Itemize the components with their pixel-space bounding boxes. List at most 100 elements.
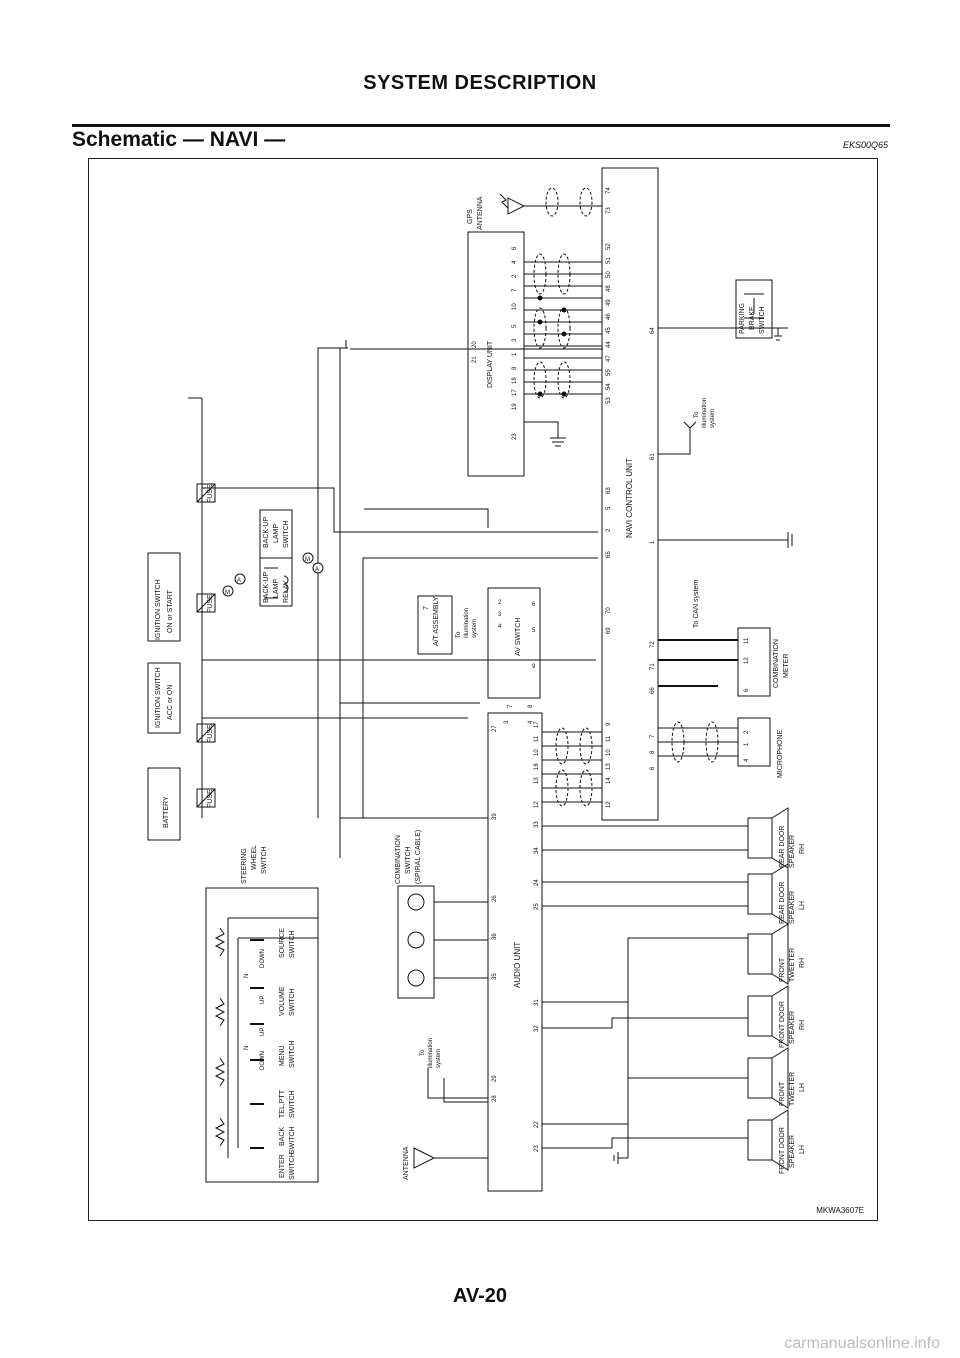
schematic-diagram: BATTERY FUSE IGNITION SWITCH ACC or ON F… bbox=[147, 167, 806, 1192]
navi-pin-labels: 12 14 13 10 11 9 69 70 65 2 5 63 53 54 5… bbox=[606, 187, 656, 808]
audio-navi-lines bbox=[542, 727, 602, 807]
speaker-front-door-lh: FRONT DOOR SPEAKER LH bbox=[747, 1109, 806, 1174]
svg-text:20: 20 bbox=[472, 341, 478, 348]
speaker-front-tweeter-lh: FRONT TWEETER LH bbox=[747, 1047, 806, 1109]
audio-pin-labels: 39 27 3 4 7 8 12 13 18 10 11 17 33 34 24… bbox=[492, 704, 540, 1152]
svg-text:LAMP: LAMP bbox=[273, 579, 280, 598]
svg-text:44: 44 bbox=[606, 341, 612, 348]
svg-text:SWITCH: SWITCH bbox=[405, 846, 412, 874]
svg-text:23: 23 bbox=[512, 433, 518, 440]
svg-text:49: 49 bbox=[606, 299, 612, 306]
svg-text:34: 34 bbox=[534, 847, 540, 854]
svg-text:FUSE: FUSE bbox=[207, 594, 214, 613]
speaker-wires bbox=[542, 825, 748, 1164]
svg-text:To: To bbox=[420, 1049, 426, 1056]
svg-text:SOURCE: SOURCE bbox=[279, 928, 286, 958]
ign-start-block: IGNITION SWITCH ON or START FUSE FUSE bbox=[147, 483, 216, 642]
svg-text:SPEAKER: SPEAKER bbox=[789, 1011, 796, 1044]
svg-text:ON or START: ON or START bbox=[167, 589, 174, 633]
svg-text:24: 24 bbox=[534, 879, 540, 886]
svg-text:7: 7 bbox=[508, 704, 514, 708]
svg-text:64: 64 bbox=[650, 327, 656, 334]
svg-text:71: 71 bbox=[650, 663, 656, 670]
svg-text:BACK: BACK bbox=[279, 1127, 286, 1146]
can-lines bbox=[658, 639, 738, 687]
svg-text:70: 70 bbox=[606, 607, 612, 614]
svg-text:65: 65 bbox=[606, 551, 612, 558]
svg-text:STEERING: STEERING bbox=[241, 848, 248, 884]
svg-text:18: 18 bbox=[512, 377, 518, 384]
speaker-front-tweeter-rh: FRONT TWEETER RH bbox=[747, 923, 806, 985]
svg-text:N: N bbox=[244, 974, 250, 978]
svg-text:MENU: MENU bbox=[279, 1045, 286, 1066]
svg-text:RH: RH bbox=[799, 844, 806, 854]
svg-text:6: 6 bbox=[532, 602, 536, 608]
svg-text:RH: RH bbox=[799, 958, 806, 968]
svg-text:IGNITION SWITCH: IGNITION SWITCH bbox=[155, 579, 162, 640]
svg-text:3: 3 bbox=[498, 612, 502, 618]
svg-text:SPEAKER: SPEAKER bbox=[789, 835, 796, 868]
svg-text:5: 5 bbox=[532, 628, 536, 634]
svg-text:FRONT: FRONT bbox=[779, 957, 786, 982]
at-assembly: A/T ASSEMBLY 7 bbox=[417, 595, 453, 655]
svg-text:SWITCH: SWITCH bbox=[289, 988, 296, 1016]
svg-text:BATTERY: BATTERY bbox=[163, 796, 170, 828]
svg-text:system: system bbox=[710, 409, 716, 428]
svg-text:RELAY: RELAY bbox=[283, 580, 290, 603]
svg-text:SWITCH: SWITCH bbox=[261, 846, 268, 874]
display-unit: DISPLAY UNIT 21 20 bbox=[467, 231, 525, 477]
svg-text:AUDIO UNIT: AUDIO UNIT bbox=[513, 942, 522, 988]
svg-text:9: 9 bbox=[606, 722, 612, 726]
speaker-front-door-rh: FRONT DOOR SPEAKER RH bbox=[747, 985, 806, 1048]
backup-lamp-switch: BACK-UP LAMP SWITCH bbox=[259, 509, 293, 559]
svg-text:33: 33 bbox=[534, 821, 540, 828]
svg-text:52: 52 bbox=[606, 243, 612, 250]
svg-text:system: system bbox=[436, 1049, 442, 1068]
svg-text:LAMP: LAMP bbox=[273, 524, 280, 543]
svg-text:7: 7 bbox=[423, 606, 430, 610]
svg-text:72: 72 bbox=[650, 641, 656, 648]
speaker-rear-rh: REAR DOOR SPEAKER RH bbox=[747, 807, 806, 869]
svg-text:1: 1 bbox=[744, 742, 750, 746]
page-header: SYSTEM DESCRIPTION bbox=[363, 72, 597, 94]
svg-text:DISPLAY UNIT: DISPLAY UNIT bbox=[487, 340, 494, 388]
svg-text:63: 63 bbox=[606, 487, 612, 494]
svg-text:illumination: illumination bbox=[702, 398, 708, 428]
svg-text:12: 12 bbox=[606, 801, 612, 808]
svg-text:28: 28 bbox=[492, 1095, 498, 1102]
svg-text:50: 50 bbox=[606, 271, 612, 278]
svg-text:A/T ASSEMBLY: A/T ASSEMBLY bbox=[433, 596, 440, 646]
svg-text:61: 61 bbox=[650, 453, 656, 460]
svg-text:UP: UP bbox=[260, 996, 266, 1004]
svg-text:A: A bbox=[237, 578, 241, 584]
header-rule bbox=[72, 124, 890, 127]
shielded-lines bbox=[524, 253, 602, 447]
svg-text:SPEAKER: SPEAKER bbox=[789, 1135, 796, 1168]
svg-text:A: A bbox=[315, 567, 319, 573]
svg-text:6: 6 bbox=[650, 766, 656, 770]
navi-illum-label: To illumination system bbox=[694, 398, 716, 428]
svg-text:DOWN: DOWN bbox=[260, 1051, 266, 1070]
svg-text:LH: LH bbox=[799, 1083, 806, 1092]
wires bbox=[188, 340, 603, 858]
audio-illum-label: To illumination system bbox=[420, 1038, 488, 1103]
steering-wheel-switch: STEERING WHEEL SWITCH N N DOWN UP UP DOW… bbox=[205, 845, 319, 1183]
svg-text:To: To bbox=[456, 631, 462, 638]
svg-text:ANTENNA: ANTENNA bbox=[477, 196, 484, 230]
svg-text:8: 8 bbox=[512, 366, 518, 370]
svg-text:10: 10 bbox=[512, 303, 518, 310]
svg-text:TWEETER: TWEETER bbox=[789, 948, 796, 982]
svg-text:26: 26 bbox=[492, 895, 498, 902]
svg-text:35: 35 bbox=[492, 973, 498, 980]
svg-text:FRONT: FRONT bbox=[779, 1081, 786, 1106]
svg-text:To CAN system: To CAN system bbox=[693, 580, 700, 628]
svg-text:FUSE: FUSE bbox=[207, 484, 214, 503]
battery-block: BATTERY FUSE bbox=[147, 767, 216, 841]
svg-text:FRONT DOOR: FRONT DOOR bbox=[779, 1001, 786, 1048]
svg-text:DOWN: DOWN bbox=[260, 949, 266, 968]
svg-text:21: 21 bbox=[472, 356, 478, 363]
svg-text:ANTENNA: ANTENNA bbox=[403, 1146, 410, 1180]
svg-text:11: 11 bbox=[606, 735, 612, 742]
svg-text:22: 22 bbox=[534, 1121, 540, 1128]
svg-text:11: 11 bbox=[534, 735, 540, 742]
